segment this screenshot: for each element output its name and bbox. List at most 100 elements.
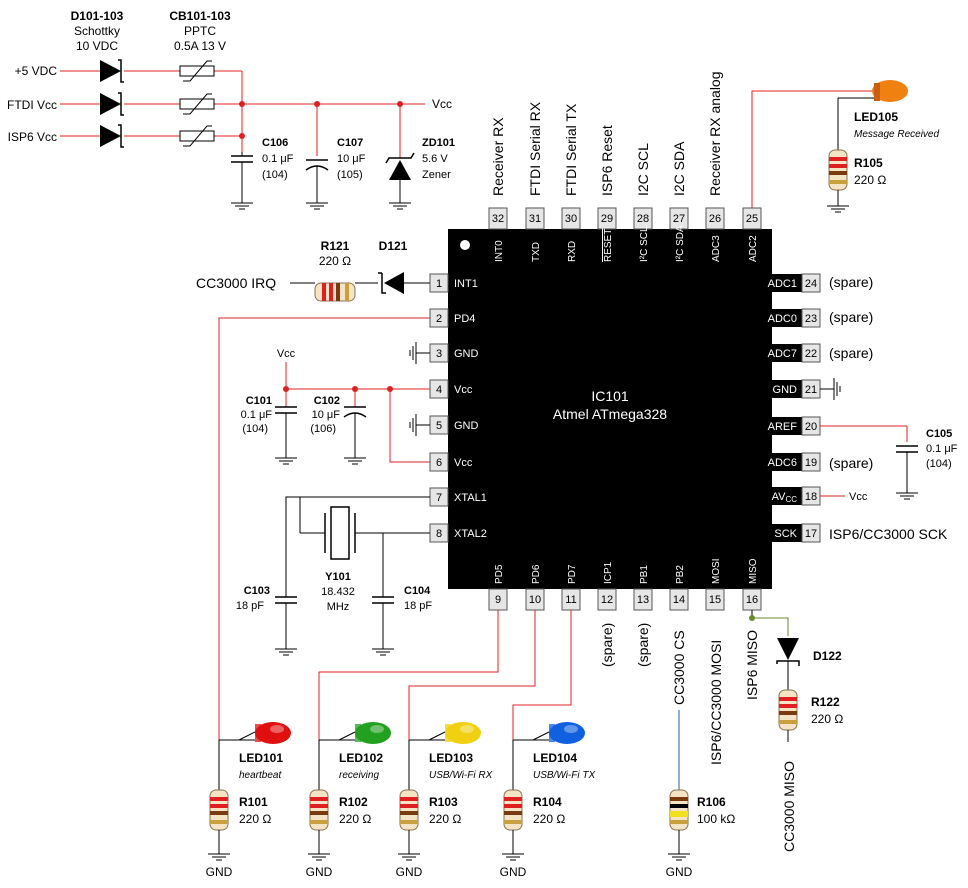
signal-pb2: CC3000 CS — [671, 630, 687, 705]
pptc-fuse-cb102 — [179, 93, 215, 115]
led-desc-2: receiving — [339, 770, 379, 781]
pin-box-19 — [801, 452, 821, 472]
led-ref-1: LED101 — [239, 751, 283, 765]
pin-number-20: 20 — [805, 421, 817, 433]
pin-name-5: GND — [454, 420, 479, 432]
pin-box-28 — [633, 207, 653, 230]
r105-ref: R105 — [854, 156, 883, 170]
c106-ref: C106 — [262, 137, 288, 149]
fuse-group-ref: CB101-103 — [169, 9, 231, 23]
bottom-signal-labels: (spare) (spare) CC3000 CS ISP6/CC3000 MO… — [599, 623, 760, 765]
pin-name-22: ADC7 — [768, 348, 797, 360]
pin-number-27: 27 — [673, 213, 685, 225]
pin-box-32 — [488, 207, 508, 230]
diode-group-rating: 10 VDC — [76, 39, 118, 53]
r106-value: 100 kΩ — [697, 812, 735, 826]
c103-ref: C103 — [244, 585, 270, 597]
pin-box-24 — [801, 273, 821, 293]
pin-number-32: 32 — [492, 213, 504, 225]
pin-number-9: 9 — [495, 594, 501, 606]
pin-name-23: ADC0 — [768, 313, 797, 325]
led-desc-4: USB/Wi-Fi TX — [533, 770, 595, 781]
resistor-ref-4: R104 — [533, 795, 562, 809]
pin-box-31 — [525, 207, 545, 230]
gnd-label-r106: GND — [666, 865, 693, 879]
pin-box-23 — [801, 308, 821, 328]
signal-mosi: ISP6/CC3000 MOSI — [708, 640, 724, 765]
pin-name-11: PD7 — [567, 564, 578, 584]
c105-value: 0.1 μF — [926, 443, 958, 455]
r105-value: 220 Ω — [854, 173, 886, 187]
resistor-ref-3: R103 — [429, 795, 458, 809]
led105-desc: Message Received — [854, 129, 939, 140]
pin-number-5: 5 — [436, 420, 442, 432]
pin-name-26: ADC3 — [711, 235, 722, 262]
top-signal-4: ISP6 Reset — [599, 125, 615, 196]
pin-name-1: INT1 — [454, 278, 478, 290]
right-signal-labels: (spare) (spare) (spare) (spare) ISP6/CC3… — [820, 274, 958, 542]
c106-value: 0.1 μF — [262, 153, 294, 165]
led-ref-2: LED102 — [339, 751, 383, 765]
c104-value: 18 pF — [404, 600, 432, 612]
pin-number-26: 26 — [709, 213, 721, 225]
gnd-label-2: GND — [306, 865, 333, 879]
pin-name-10: PD6 — [531, 564, 542, 584]
signal-adc7: (spare) — [829, 345, 873, 361]
pin-name-28: I²C SCL — [639, 226, 650, 262]
pin-name-8: XTAL2 — [454, 528, 487, 540]
led-body-2 — [355, 722, 391, 744]
y101-value: 18.432 — [321, 586, 355, 598]
pin-name-31: TXD — [531, 242, 542, 262]
fuse-group-rating: 0.5A 13 V — [174, 39, 226, 53]
pin-number-18: 18 — [805, 491, 817, 503]
r121-value: 220 Ω — [319, 254, 351, 268]
pin-number-6: 6 — [436, 457, 442, 469]
pin-number-31: 31 — [529, 213, 541, 225]
diode-group-ref: D101-103 — [71, 9, 124, 23]
c105-ref: C105 — [926, 428, 952, 440]
resistor-value-3: 220 Ω — [429, 812, 461, 826]
signal-miso: ISP6 MISO — [744, 630, 760, 700]
pin-number-21: 21 — [805, 384, 817, 396]
diode-group-type: Schottky — [74, 24, 120, 38]
top-signal-7: Receiver RX analog — [707, 71, 723, 196]
pin-name-17: SCK — [774, 528, 797, 540]
pin-number-17: 17 — [805, 528, 817, 540]
led-body-3 — [445, 722, 481, 744]
pin-box-13 — [633, 588, 653, 611]
d122-ref: D122 — [813, 649, 842, 663]
pin-name-25: ADC2 — [748, 235, 759, 262]
led-ref-3: LED103 — [429, 751, 473, 765]
resistor-ref-2: R102 — [339, 795, 368, 809]
pin-name-21: GND — [773, 384, 798, 396]
c107-value: 10 μF — [337, 153, 366, 165]
pin1-marker — [460, 240, 470, 250]
pin-name-16: MISO — [748, 558, 759, 584]
pin-box-27 — [669, 207, 689, 230]
led105-body — [872, 80, 908, 102]
pin-name-24: ADC1 — [768, 278, 797, 290]
c101-value: 0.1 μF — [241, 409, 273, 421]
top-signal-6: I2C SDA — [671, 141, 687, 196]
schottky-diode-d103 — [100, 124, 124, 148]
c107-code: (105) — [337, 169, 363, 181]
pin-box-15 — [705, 588, 725, 611]
pin-box-29 — [597, 207, 617, 230]
pin-name-6: Vcc — [454, 457, 473, 469]
pin-name-32: INT0 — [494, 240, 505, 262]
pin-name-15: MOSI — [711, 558, 722, 584]
led-body-1 — [255, 722, 291, 744]
signal-icp1: (spare) — [599, 623, 615, 667]
led-wires — [318, 610, 789, 790]
capacitor-c105 — [820, 425, 919, 500]
pin-name-2: PD4 — [454, 313, 475, 325]
pin-number-24: 24 — [805, 278, 817, 290]
gnd-label-1: GND — [206, 865, 233, 879]
